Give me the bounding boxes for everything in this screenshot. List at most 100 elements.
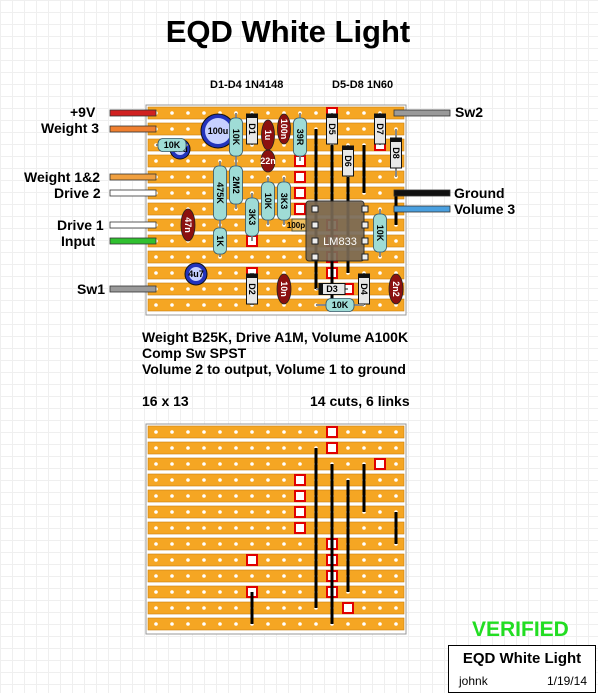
strip-hole: [298, 255, 302, 259]
strip-hole: [186, 558, 190, 562]
strip-hole: [282, 446, 286, 450]
strip-hole: [186, 542, 190, 546]
strip-hole: [362, 590, 366, 594]
capacitor-body: [388, 273, 404, 305]
strip-hole: [394, 558, 398, 562]
strip-hole: [282, 606, 286, 610]
note-volume: Volume 2 to output, Volume 1 to ground: [142, 361, 406, 377]
offboard-wire: [393, 189, 451, 197]
strip-hole: [218, 287, 222, 291]
track-cut: [374, 458, 386, 470]
cuts-links: 14 cuts, 6 links: [310, 393, 410, 409]
strip-hole: [154, 462, 158, 466]
strip-hole: [154, 478, 158, 482]
resistor-value: 39R: [295, 129, 305, 146]
strip-hole: [362, 606, 366, 610]
capacitor-body: [180, 208, 196, 242]
strip-hole: [170, 287, 174, 291]
strip-hole: [378, 526, 382, 530]
strip-hole: [250, 159, 254, 163]
track-cut: [326, 426, 338, 438]
ic-pin: [361, 205, 369, 213]
strip-hole: [170, 558, 174, 562]
strip-hole: [186, 287, 190, 291]
track-cut: [294, 474, 306, 486]
strip-hole: [218, 574, 222, 578]
strip-hole: [234, 510, 238, 514]
strip-hole: [378, 510, 382, 514]
offboard-wire: [109, 173, 157, 181]
strip-hole: [170, 207, 174, 211]
strip-hole: [218, 478, 222, 482]
strip-hole: [378, 622, 382, 626]
strip-hole: [234, 478, 238, 482]
strip-hole: [170, 542, 174, 546]
diode-label: D3: [326, 284, 338, 294]
ic-pin: [311, 221, 319, 229]
strip-hole: [218, 430, 222, 434]
capacitor-body: [260, 149, 276, 173]
verified-stamp: VERIFIED: [472, 618, 569, 641]
strip-hole: [202, 462, 206, 466]
strip-hole: [282, 239, 286, 243]
strip-hole: [218, 446, 222, 450]
copper-strip: [147, 521, 405, 535]
strip-hole: [202, 111, 206, 115]
resistor-body: [157, 138, 187, 152]
note-pots: Weight B25K, Drive A1M, Volume A100K: [142, 329, 409, 345]
strip-hole: [218, 606, 222, 610]
strip-hole: [266, 478, 270, 482]
strip-hole: [154, 510, 158, 514]
diode-band: [342, 146, 354, 150]
strip-hole: [266, 510, 270, 514]
strip-hole: [154, 446, 158, 450]
strip-hole: [154, 159, 158, 163]
electrolytic-top: [205, 118, 231, 144]
strip-hole: [394, 446, 398, 450]
label-diodes-left: D1-D4 1N4148: [210, 79, 284, 91]
strip-hole: [186, 255, 190, 259]
strip-hole: [170, 606, 174, 610]
capacitor-value: 100n: [279, 119, 289, 140]
strip-hole: [282, 558, 286, 562]
strip-hole: [378, 446, 382, 450]
strip-hole: [298, 574, 302, 578]
copper-strip: [147, 425, 405, 439]
resistor-value: 10K: [164, 140, 181, 150]
ic-pin: [311, 205, 319, 213]
strip-hole: [154, 590, 158, 594]
strip-hole: [298, 446, 302, 450]
label-drive2: Drive 2: [54, 185, 101, 201]
strip-hole: [186, 446, 190, 450]
strip-hole: [362, 127, 366, 131]
strip-hole: [170, 191, 174, 195]
strip-hole: [202, 558, 206, 562]
offboard-wire: [109, 125, 157, 133]
strip-hole: [250, 446, 254, 450]
offboard-wire: [109, 285, 157, 293]
strip-hole: [202, 143, 206, 147]
strip-hole: [154, 271, 158, 275]
strip-hole: [202, 542, 206, 546]
strip-hole: [218, 622, 222, 626]
capacitor-body: [277, 113, 291, 145]
strip-hole: [170, 462, 174, 466]
strip-hole: [314, 111, 318, 115]
strip-hole: [346, 462, 350, 466]
resistor-value: 1K: [215, 235, 225, 247]
strip-hole: [218, 542, 222, 546]
strip-hole: [218, 558, 222, 562]
resistor-value: 10K: [375, 225, 385, 242]
strip-hole: [170, 255, 174, 259]
strip-hole: [186, 430, 190, 434]
diode-band: [246, 274, 258, 278]
capacitor-value: 1u: [263, 130, 273, 141]
strip-hole: [282, 574, 286, 578]
strip-hole: [202, 239, 206, 243]
strip-hole: [154, 622, 158, 626]
strip-hole: [202, 255, 206, 259]
strip-hole: [378, 303, 382, 307]
strip-hole: [170, 478, 174, 482]
copper-strip: [147, 154, 405, 168]
strip-hole: [282, 494, 286, 498]
